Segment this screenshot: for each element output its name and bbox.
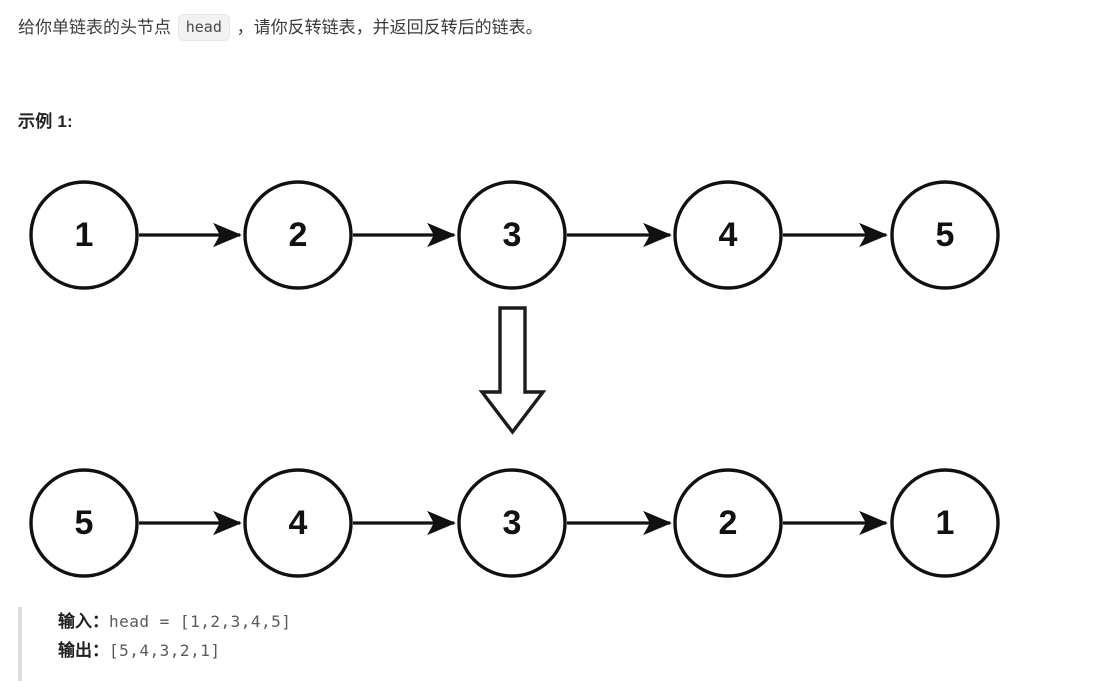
problem-description: 给你单链表的头节点 head ，请你反转链表，并返回反转后的链表。 [18, 14, 1098, 42]
intro-text-before: 给你单链表的头节点 [18, 18, 171, 37]
node-value: 4 [719, 216, 738, 254]
example-output-line: 输出：[5,4,3,2,1] [58, 636, 291, 665]
list-node: 1 [29, 180, 139, 290]
example-io-block: 输入：head = [1,2,3,4,5] 输出：[5,4,3,2,1] [18, 607, 291, 681]
node-value: 5 [936, 216, 955, 254]
output-value: [5,4,3,2,1] [109, 641, 221, 660]
output-list-row: 5 4 3 2 1 [29, 468, 1000, 578]
node-value: 3 [503, 216, 522, 254]
node-value: 1 [936, 504, 955, 542]
list-node: 1 [890, 468, 1000, 578]
node-value: 3 [503, 504, 522, 542]
input-list-row: 1 2 3 4 5 [29, 180, 1000, 290]
input-value: head = [1,2,3,4,5] [109, 612, 292, 631]
node-value: 4 [289, 504, 308, 542]
linked-list-diagram: 1 2 3 4 5 [0, 160, 1118, 600]
list-node: 4 [673, 180, 783, 290]
down-arrow-icon [478, 306, 547, 435]
list-node: 2 [673, 468, 783, 578]
node-value: 1 [75, 216, 94, 254]
list-node: 3 [457, 468, 567, 578]
list-node: 4 [243, 468, 353, 578]
input-label: 输入： [58, 612, 109, 631]
list-node: 5 [890, 180, 1000, 290]
example-heading: 示例 1: [18, 112, 73, 131]
example-input-line: 输入：head = [1,2,3,4,5] [58, 607, 291, 636]
intro-text-after: ，请你反转链表，并返回反转后的链表。 [236, 18, 543, 37]
list-node: 3 [457, 180, 567, 290]
list-node: 5 [29, 468, 139, 578]
inline-code-head: head [177, 14, 230, 41]
output-label: 输出： [58, 641, 109, 660]
node-value: 2 [289, 216, 308, 254]
node-value: 5 [75, 504, 94, 542]
list-node: 2 [243, 180, 353, 290]
node-value: 2 [719, 504, 738, 542]
